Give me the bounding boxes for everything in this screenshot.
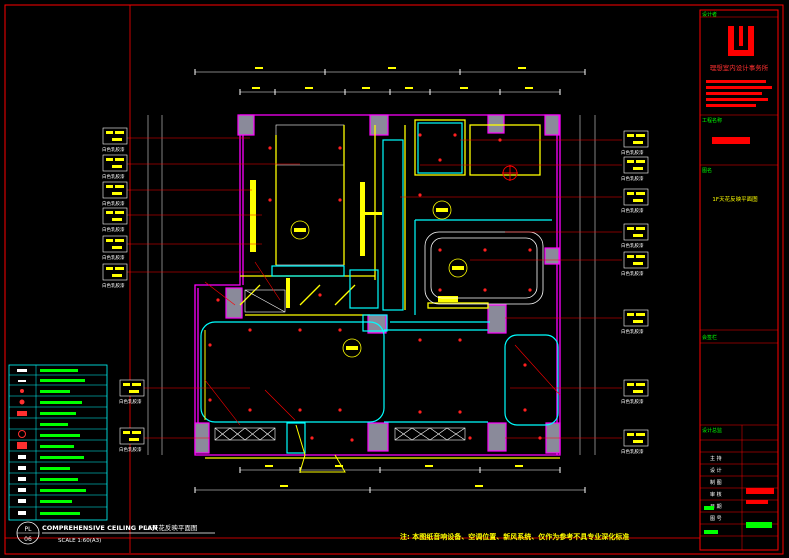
sheet-number: 06	[24, 536, 32, 543]
sheet-title: PL 06 COMPREHENSIVE CEILING PLAN 1F天花反映平…	[16, 521, 629, 545]
lower-hall-edge	[204, 330, 346, 473]
ceiling-recess	[424, 231, 544, 305]
row-label: 设 计	[710, 467, 722, 474]
legend-table	[8, 364, 108, 521]
drawing-frame	[4, 4, 784, 555]
title-block: 设计者 理想室内设计事务所 工程名称 图名 1F天花反映平面图 会签栏 设计总监	[699, 9, 779, 551]
callout-note: 白色乳胶漆	[621, 242, 644, 249]
callout-note: 白色乳胶漆	[119, 398, 142, 405]
lower-hall-ceiling	[200, 321, 559, 426]
right-callout-tags: 白色乳胶漆 白色乳胶漆 白色乳胶漆 白色乳胶漆 白色乳胶漆 白色乳胶漆 白色乳胶…	[621, 130, 649, 455]
drawing-title: COMPREHENSIVE CEILING PLAN	[42, 524, 158, 532]
dimension-lines	[147, 71, 596, 491]
ducts	[271, 122, 552, 454]
callout-note: 白色乳胶漆	[102, 200, 125, 207]
callout-note: 白色乳胶漆	[102, 173, 125, 180]
company-logo-icon	[728, 26, 754, 56]
downlight-icon	[208, 133, 542, 442]
drawing-title-cn: 1F天花反映平面图	[144, 523, 197, 532]
row-label: 制 图	[710, 479, 722, 486]
drawing-name-heading: 图名	[702, 167, 712, 174]
project-heading: 工程名称	[702, 117, 722, 124]
exhaust-fan-icon	[502, 165, 518, 181]
dimension-ticks	[194, 69, 586, 493]
company-name: 理想室内设计事务所	[710, 63, 769, 72]
ceiling-height-text-marks	[294, 208, 464, 350]
callout-note: 白色乳胶漆	[621, 270, 644, 277]
leader-lines	[127, 137, 622, 439]
callout-note: 白色乳胶漆	[102, 254, 125, 261]
air-diffusers	[214, 289, 466, 441]
callout-note: 白色乳胶漆	[102, 282, 125, 289]
row-label: 主 持	[710, 455, 722, 462]
callout-note: 白色乳胶漆	[621, 207, 644, 214]
floor-plan	[127, 114, 622, 473]
ceiling-height-marker-icon	[290, 200, 468, 358]
drawing-scale: SCALE 1:60(A3)	[58, 538, 101, 544]
callout-note: 白色乳胶漆	[621, 398, 644, 405]
designer-heading: 设计者	[702, 11, 717, 18]
callout-note: 白色乳胶漆	[621, 328, 644, 335]
sheet-prefix: PL	[25, 526, 33, 533]
callout-note: 白色乳胶漆	[102, 226, 125, 233]
plan-note: 注: 本图纸音响设备、空调位置、新风系统、仅作为参考不具专业深化标准	[400, 532, 629, 541]
callout-note: 白色乳胶漆	[102, 146, 125, 153]
callout-note: 白色乳胶漆	[621, 448, 644, 455]
row-label: 审 核	[710, 491, 722, 498]
row-label: 日 期	[710, 504, 722, 510]
dimension-text-marks	[252, 67, 533, 487]
callout-note: 白色乳胶漆	[621, 149, 644, 156]
yellow-light-lines	[205, 119, 560, 459]
callout-note: 白色乳胶漆	[621, 175, 644, 182]
note-heading: 会签栏	[702, 334, 717, 341]
row-label: 图 号	[710, 516, 722, 522]
fixture-blocks	[250, 180, 458, 308]
columns	[194, 114, 561, 454]
drawing-name: 1F天花反映平面图	[712, 195, 758, 203]
left-callout-tags: 白色乳胶漆 白色乳胶漆 白色乳胶漆 白色乳胶漆 白色乳胶漆 白色乳胶漆 白色乳胶…	[102, 127, 145, 453]
callout-note: 白色乳胶漆	[119, 446, 142, 453]
design-label: 设计总监	[702, 427, 722, 434]
